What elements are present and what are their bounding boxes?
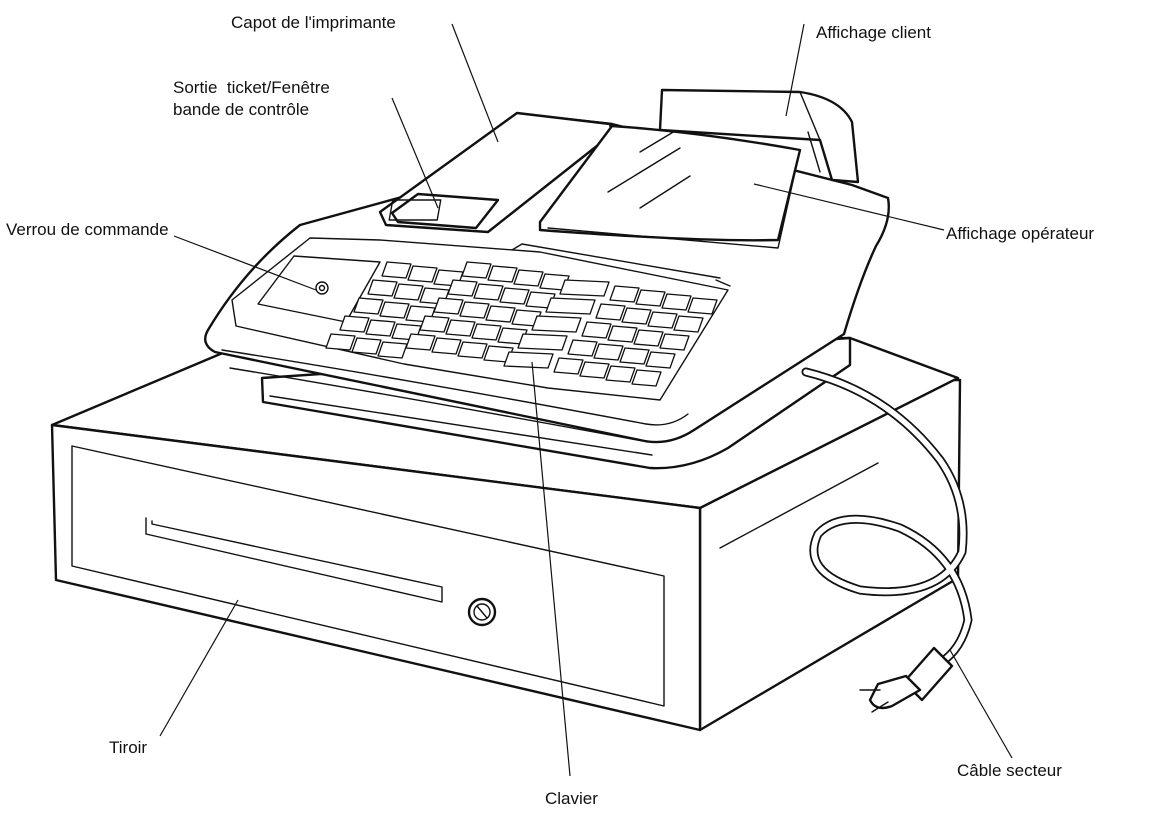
keyboard-key [647, 311, 678, 329]
keyboard-key [673, 315, 704, 333]
keyboard-panel [231, 237, 729, 401]
keyboard-key [367, 279, 398, 297]
mode-lock-icon [315, 281, 329, 295]
keyboard-key [581, 321, 612, 339]
keyboard-key [487, 265, 518, 283]
label-receipt-outlet-line1: Sortie ticket/Fenêtre [173, 78, 330, 97]
keyboard-key [393, 283, 424, 301]
keyboard-key [471, 323, 502, 341]
keyboard-key [419, 315, 450, 333]
keyboard-key [661, 293, 692, 311]
leader-drawer [159, 599, 239, 737]
label-receipt-outlet-line2: bande de contrôle [173, 100, 310, 119]
drawer-front-panel [71, 445, 665, 707]
keyboard-key [405, 333, 436, 351]
keyboard-key [503, 351, 554, 369]
keyboard-keys [325, 261, 718, 387]
keyboard-key [645, 351, 676, 369]
label-operator-display: Affichage opérateur [946, 224, 1095, 243]
keyboard-key [499, 287, 530, 305]
label-keyboard: Clavier [545, 789, 598, 808]
keyboard-key [605, 365, 636, 383]
keyboard-key [633, 329, 664, 347]
power-plug-icon [859, 646, 954, 713]
register-body [204, 88, 890, 470]
keyboard-key [631, 369, 662, 387]
drawer-front-face [50, 423, 702, 732]
leader-receipt-outlet [391, 97, 439, 209]
keyboard-key [457, 341, 488, 359]
leader-customer-display [785, 23, 805, 117]
power-cable [801, 367, 973, 713]
keyboard-key [447, 279, 478, 297]
leader-lines [159, 23, 1013, 777]
keyboard-key [619, 347, 650, 365]
label-customer-display: Affichage client [816, 23, 931, 42]
keyboard-key [531, 315, 582, 333]
keyboard-key [473, 283, 504, 301]
mode-lock-panel [257, 255, 381, 323]
keyboard-key [621, 307, 652, 325]
keyboard-key [687, 297, 718, 315]
keyboard-key [609, 285, 640, 303]
keyboard-key [593, 343, 624, 361]
keyboard-key [579, 361, 610, 379]
keyboard-key [517, 333, 568, 351]
keyboard-key [445, 319, 476, 337]
keyboard-key [513, 269, 544, 287]
leader-operator-display [753, 183, 945, 231]
keyboard-key [351, 337, 382, 355]
keyboard-key [659, 333, 690, 351]
keyboard-key [485, 305, 516, 323]
keyboard-key [339, 315, 370, 333]
keyboard-key [325, 333, 356, 351]
leader-keyboard [531, 361, 571, 777]
label-power-cable: Câble secteur [957, 761, 1062, 780]
keyboard-key [461, 261, 492, 279]
keyboard-key [635, 289, 666, 307]
drawer-lock-icon [467, 597, 497, 627]
keyboard-key [567, 339, 598, 357]
keyboard-key [377, 341, 408, 359]
label-mode-lock: Verrou de commande [6, 220, 169, 239]
keyboard-key [407, 265, 438, 283]
drawer-handle-slot [145, 517, 443, 603]
keyboard-key [353, 297, 384, 315]
keyboard-key [595, 303, 626, 321]
keyboard-key [381, 261, 412, 279]
keyboard-key [379, 301, 410, 319]
keyboard-key [545, 297, 596, 315]
leader-printer-cover [451, 23, 499, 143]
keyboard-key [459, 301, 490, 319]
keyboard-key [559, 279, 610, 297]
leader-power-cable [949, 649, 1013, 759]
keyboard-key [553, 357, 584, 375]
keyboard-key [607, 325, 638, 343]
label-printer-cover: Capot de l'imprimante [231, 13, 396, 32]
keyboard-key [365, 319, 396, 337]
label-drawer: Tiroir [109, 738, 148, 757]
keyboard-key [433, 297, 464, 315]
leader-mode-lock [173, 235, 317, 291]
keyboard-key [431, 337, 462, 355]
